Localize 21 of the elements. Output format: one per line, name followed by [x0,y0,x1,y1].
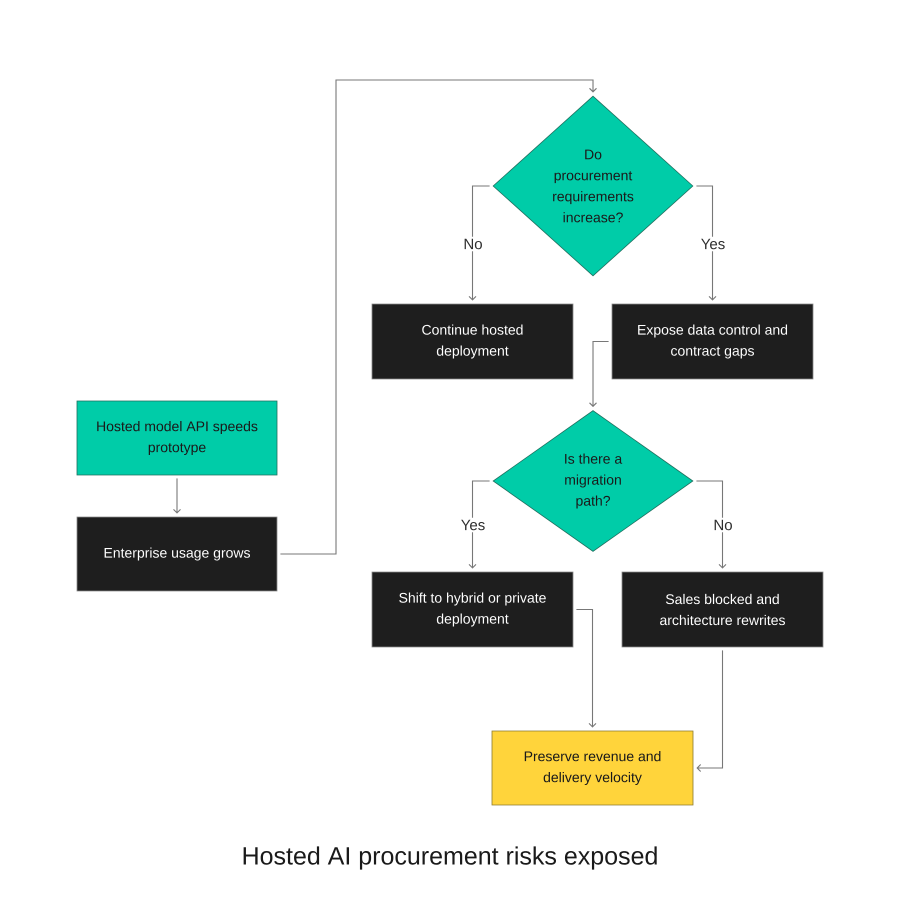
process-box: Continue hosted deployment [372,304,574,380]
arrow [696,185,716,301]
process-box: Hosted model API speeds prototype [76,400,278,476]
process-box: Preserve revenue and delivery velocity [492,730,694,806]
caption: Hosted AI procurement risks exposed [244,846,657,870]
edge-label: Yes [458,518,488,532]
arrow [468,185,490,301]
edge-label: No [461,236,485,252]
arrow [589,340,609,408]
arrow [173,478,181,514]
arrow [696,650,724,772]
edge-label: No [711,518,735,532]
process-box: Enterprise usage grows [76,516,278,592]
arrow [468,480,490,569]
process-box: Expose data control and contract gaps [612,304,814,380]
process-box: Shift to hybrid or private deployment [372,572,574,648]
edge-label: Yes [698,236,728,252]
arrow [280,79,597,555]
process-box: Sales blocked and architecture rewrites [622,572,824,648]
arrow [576,608,596,728]
arrow [696,480,726,569]
